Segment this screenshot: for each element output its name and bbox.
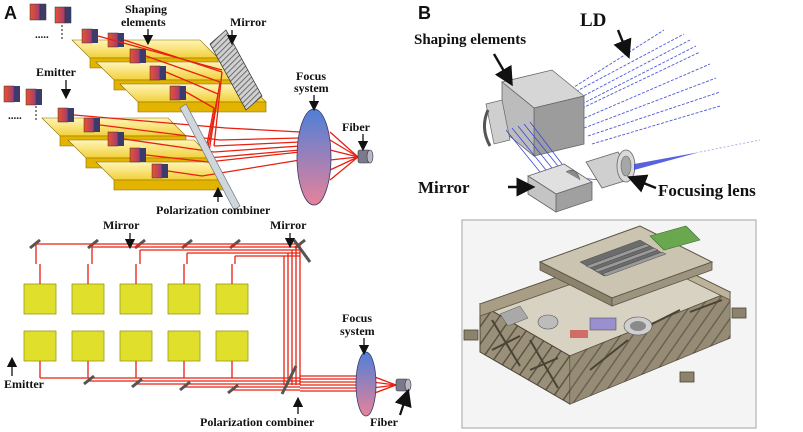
label-focus-bottom-1: Focus [342,311,372,325]
bottom-lower-beams [40,375,397,395]
label-mirror-b: Mirror [418,178,470,197]
label-polarization-bottom: Polarization combiner [200,415,315,429]
bottom-lower-mirrors [83,239,312,395]
label-shaping-b: Shaping elements [414,32,526,48]
label-focus-2: system [294,81,329,95]
focus-lens-top [296,108,332,206]
fiber-bottom [395,378,412,392]
upper-beams [97,35,223,181]
label-fiber-bottom: Fiber [370,415,399,429]
dots-top: ..... [35,29,49,41]
panel-b-letter: B [418,3,431,23]
label-ld: LD [580,10,606,31]
label-mirror-bottom-left: Mirror [103,218,140,232]
panel-a-bottom: Mirror Mirror Focus system Emitter Polar… [4,218,412,429]
upper-staircase [71,28,267,113]
bottom-top-beams [35,243,301,385]
mid-left-emitters [3,85,42,106]
focusing-lens [585,139,761,189]
label-emitter-top: Emitter [36,65,77,79]
label-focus-bottom-2: system [340,324,375,338]
label-polarization-top: Polarization combiner [156,203,271,217]
label-mirror-top: Mirror [230,15,267,29]
top-left-emitters [29,3,72,24]
lower-staircase [41,107,227,191]
label-shaping-1: Shaping [125,2,167,16]
internal-optics [499,305,653,338]
panel-a-top: A ..... [3,2,374,217]
panel-b-top: B [414,3,761,213]
focus-lens-bottom [355,351,377,417]
bottom-vertical-beams [39,264,233,378]
dots-mid: ..... [8,110,22,122]
inner-rays [505,121,601,181]
mirror-element [527,163,593,213]
fiber-top [357,149,374,164]
label-mirror-bottom-right: Mirror [270,218,307,232]
lower-beams [73,114,359,181]
shaping-block [483,69,585,157]
panel-b-render [461,219,757,429]
emitter-grid [23,283,249,362]
polarization-combiner-top [179,103,241,211]
ld-rays [559,29,721,145]
label-focus-1: Focus [296,69,326,83]
housing-box [463,225,747,405]
mirror-top [209,29,263,111]
panel-a-letter: A [4,3,17,23]
label-emitter-bottom: Emitter [4,377,45,391]
label-focusing-lens: Focusing lens [658,181,756,200]
label-shaping-2: elements [121,15,166,29]
label-fiber-top: Fiber [342,120,371,134]
